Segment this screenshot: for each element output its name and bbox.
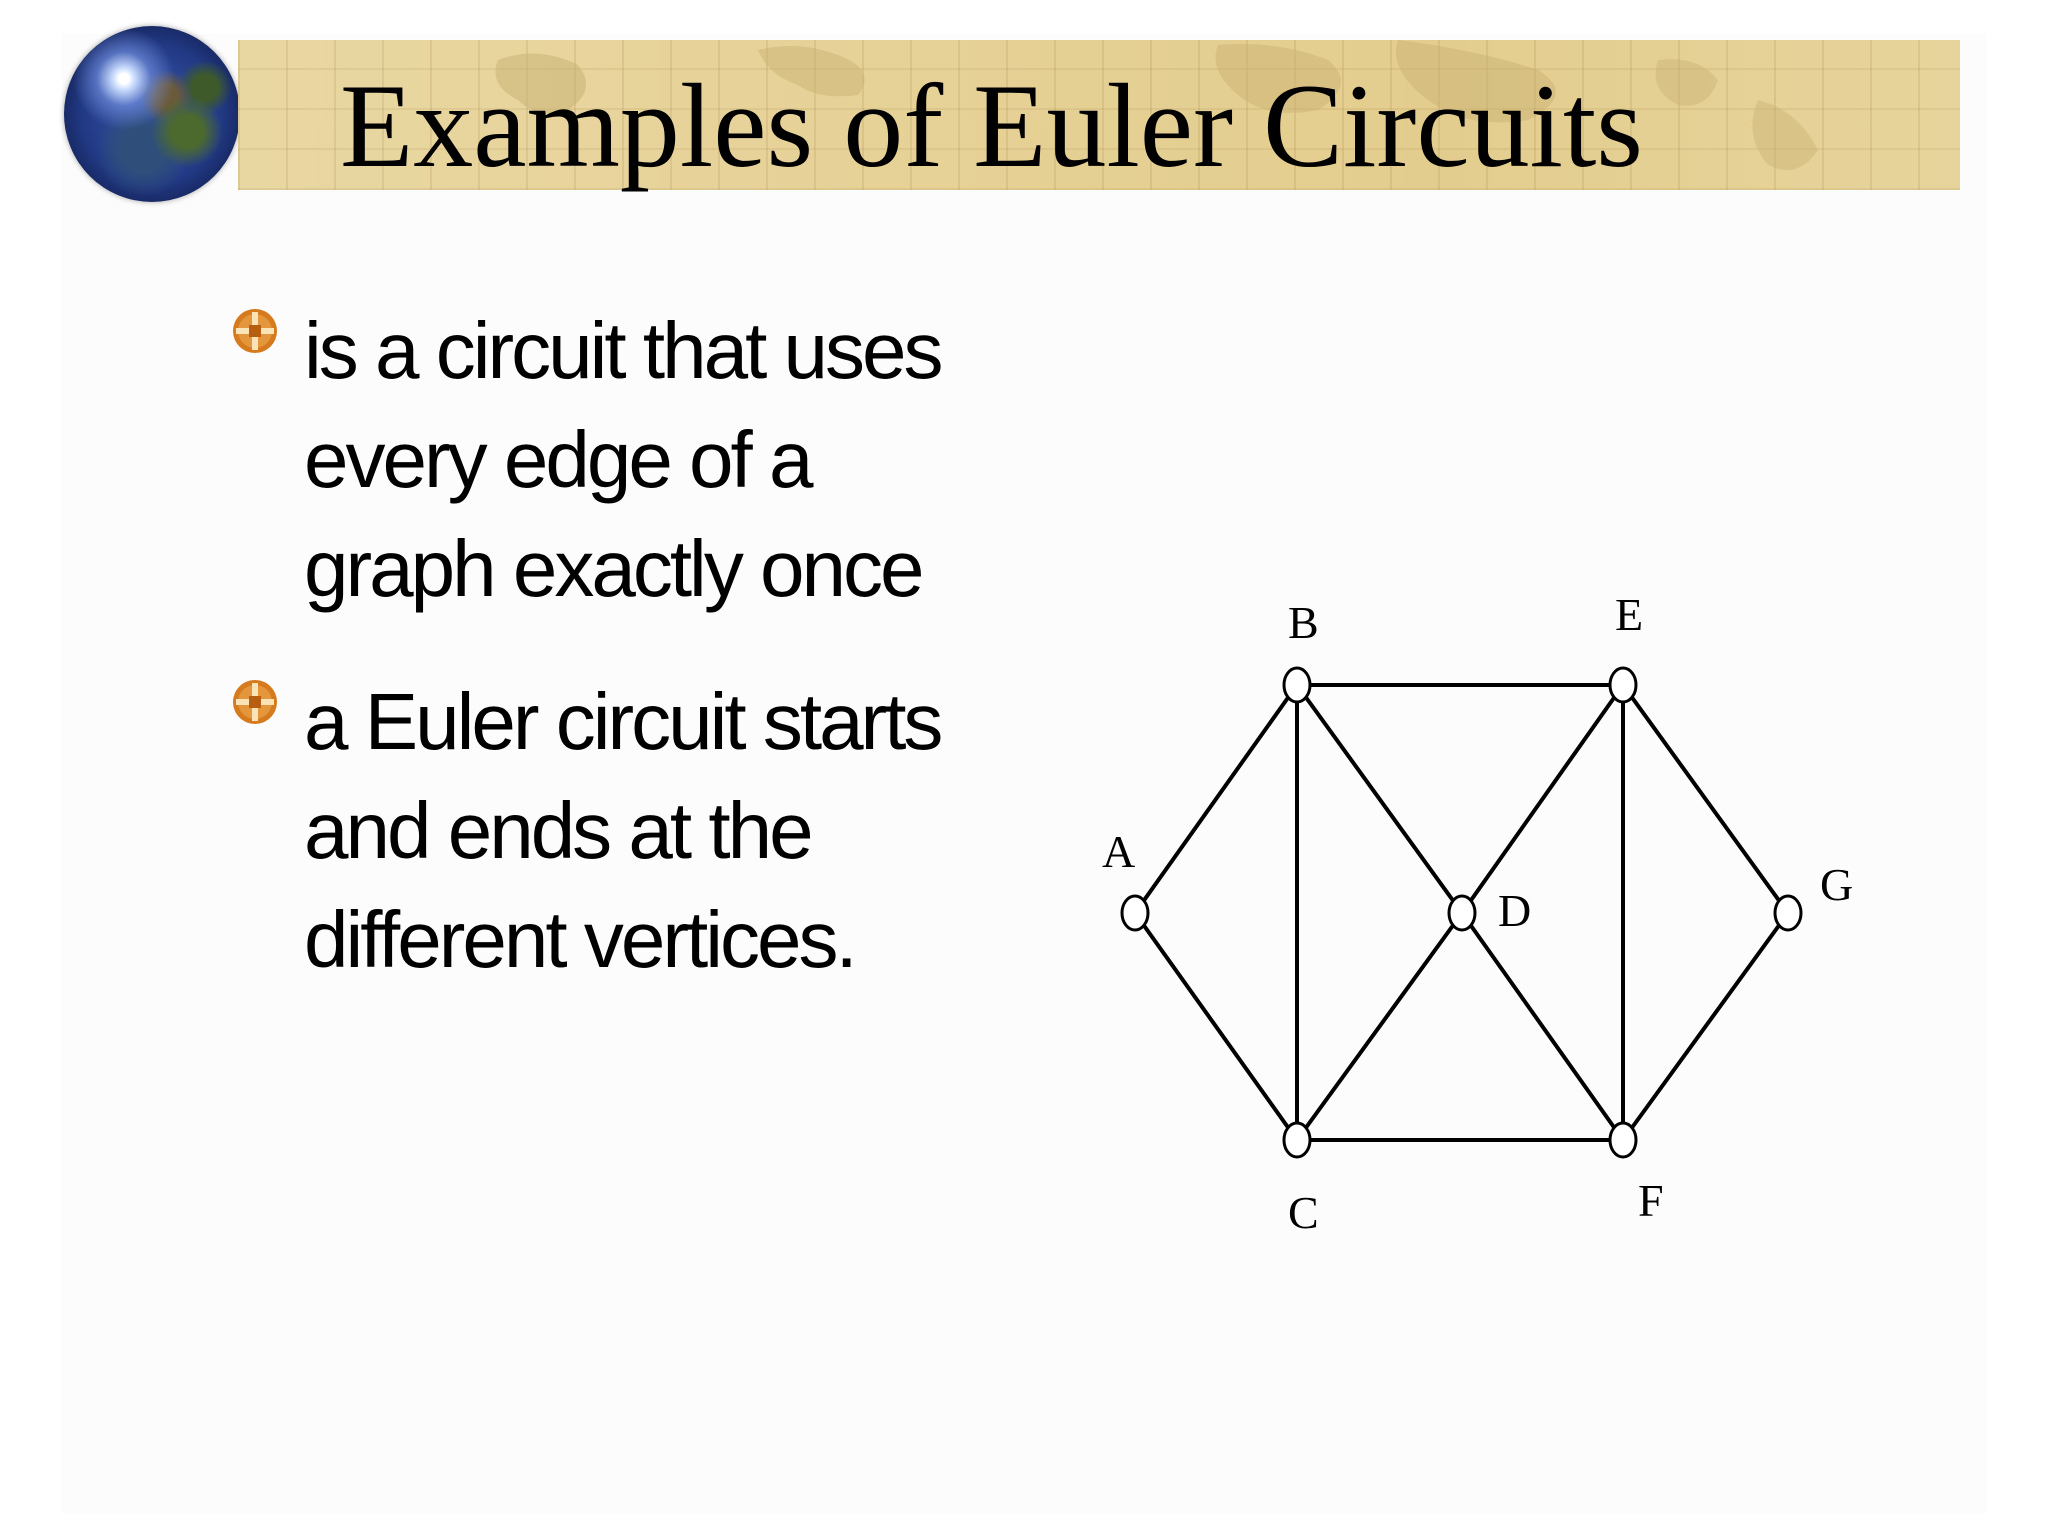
slide (62, 34, 1986, 1514)
graph-edge-EG (1621, 683, 1790, 915)
vertex-label-D: D (1498, 885, 1531, 936)
graph-edge-AC (1133, 911, 1299, 1142)
graph-vertex-G (1773, 894, 1803, 932)
graph-edge-AB (1133, 683, 1299, 915)
graph-vertex-F (1608, 1121, 1638, 1159)
euler-graph-diagram: A B C D E F G (1060, 580, 1900, 1280)
globe-logo (64, 26, 240, 202)
vertex-label-A: A (1102, 826, 1135, 877)
graph-vertex-A (1120, 894, 1150, 932)
compass-bullet-icon (233, 309, 277, 353)
graph-edge-BD (1295, 683, 1464, 915)
vertex-label-C: C (1288, 1187, 1319, 1238)
graph-svg: A B C D E F G (1102, 589, 1853, 1238)
vertex-label-G: G (1820, 859, 1853, 910)
vertex-label-F: F (1638, 1175, 1664, 1226)
graph-edge-DF (1460, 911, 1625, 1142)
slide-title: Examples of Euler Circuits (340, 59, 1644, 192)
vertex-label-B: B (1288, 597, 1319, 648)
compass-bullet-icon (233, 680, 277, 724)
graph-edge-DE (1460, 683, 1625, 915)
bullet-item: a Euler circuit starts and ends at the d… (230, 667, 1020, 994)
graph-vertex-D (1447, 894, 1477, 932)
graph-vertex-C (1282, 1121, 1312, 1159)
world-map-watermark (495, 40, 1818, 170)
vertex-label-E: E (1615, 589, 1643, 640)
graph-edge-FG (1621, 911, 1790, 1142)
graph-edge-CD (1295, 911, 1464, 1142)
bullet-text: is a circuit that uses every edge of a g… (304, 306, 944, 613)
graph-vertex-E (1608, 666, 1638, 704)
bullet-text: a Euler circuit starts and ends at the d… (304, 677, 943, 984)
bullet-item: is a circuit that uses every edge of a g… (230, 296, 1020, 623)
graph-vertex-B (1282, 666, 1312, 704)
bullet-list: is a circuit that uses every edge of a g… (230, 296, 1020, 1038)
title-banner (238, 40, 1960, 190)
